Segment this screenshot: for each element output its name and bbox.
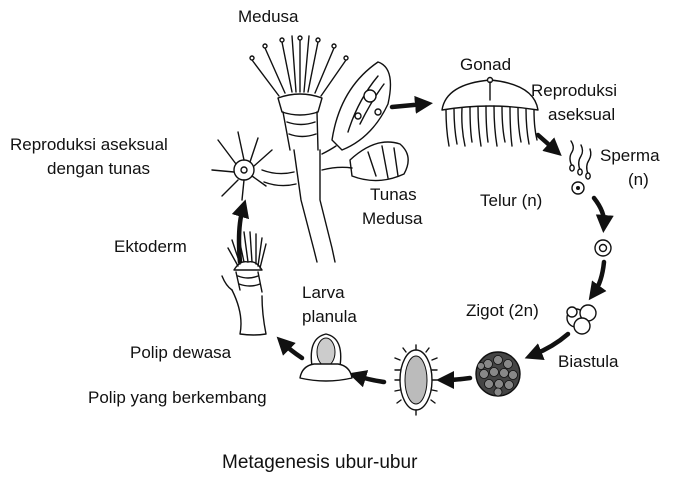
arrow-polyp-to-medusa-stage [389,95,433,114]
label-telur: Telur (n) [480,191,542,210]
zygote-illustration [594,239,612,257]
arrow-polyp-to-budding [231,199,250,265]
label-ektoderm: Ektoderm [114,237,187,256]
label-larva-1: Larva [302,283,345,302]
arrow-larva-to-polyp [348,370,387,388]
label-tunas-reproduksi-2: dengan tunas [47,159,150,178]
arrow-medusa-to-gametes [535,132,562,156]
label-biastula: Biastula [558,352,619,371]
young-polyp-illustration [299,333,353,382]
label-medusa: Medusa [238,7,299,26]
label-reproduksi-aseksual-1: Reproduksi [531,81,617,100]
label-polip-dewasa: Polip dewasa [130,343,232,362]
cycle-arrows [231,95,614,389]
label-zigot: Zigot (2n) [466,301,539,320]
arrow-zygote-to-cleavage [588,259,607,301]
free-medusa-illustration [441,76,539,147]
label-reproduksi-aseksual-2: aseksual [548,105,615,124]
label-sperma-2: (n) [628,170,649,189]
caption: Metagenesis ubur-ubur [222,452,418,473]
label-larva-2: planula [302,307,357,326]
blastula-illustration [475,351,521,397]
arrow-blastula-to-larva [436,370,473,389]
planula-larva-illustration [394,344,438,416]
arrow-cleavage-to-blastula [524,331,571,361]
label-polip-berkembang: Polip yang berkembang [88,388,267,407]
arrow-egg-to-zygote [591,195,614,233]
sperm-egg-illustration [569,140,592,195]
cleavage-cells-illustration [566,304,597,335]
adult-polyp-illustration [221,231,267,336]
label-tunas-reproduksi-1: Reproduksi aseksual [10,135,168,154]
label-tunas-medusa-2: Medusa [362,209,423,228]
label-sperma-1: Sperma [600,146,660,165]
arrow-young-to-adult-polyp [276,336,305,361]
label-gonad: Gonad [460,55,511,74]
label-tunas-medusa-1: Tunas [370,185,417,204]
polyp-colony-illustration [211,35,409,263]
